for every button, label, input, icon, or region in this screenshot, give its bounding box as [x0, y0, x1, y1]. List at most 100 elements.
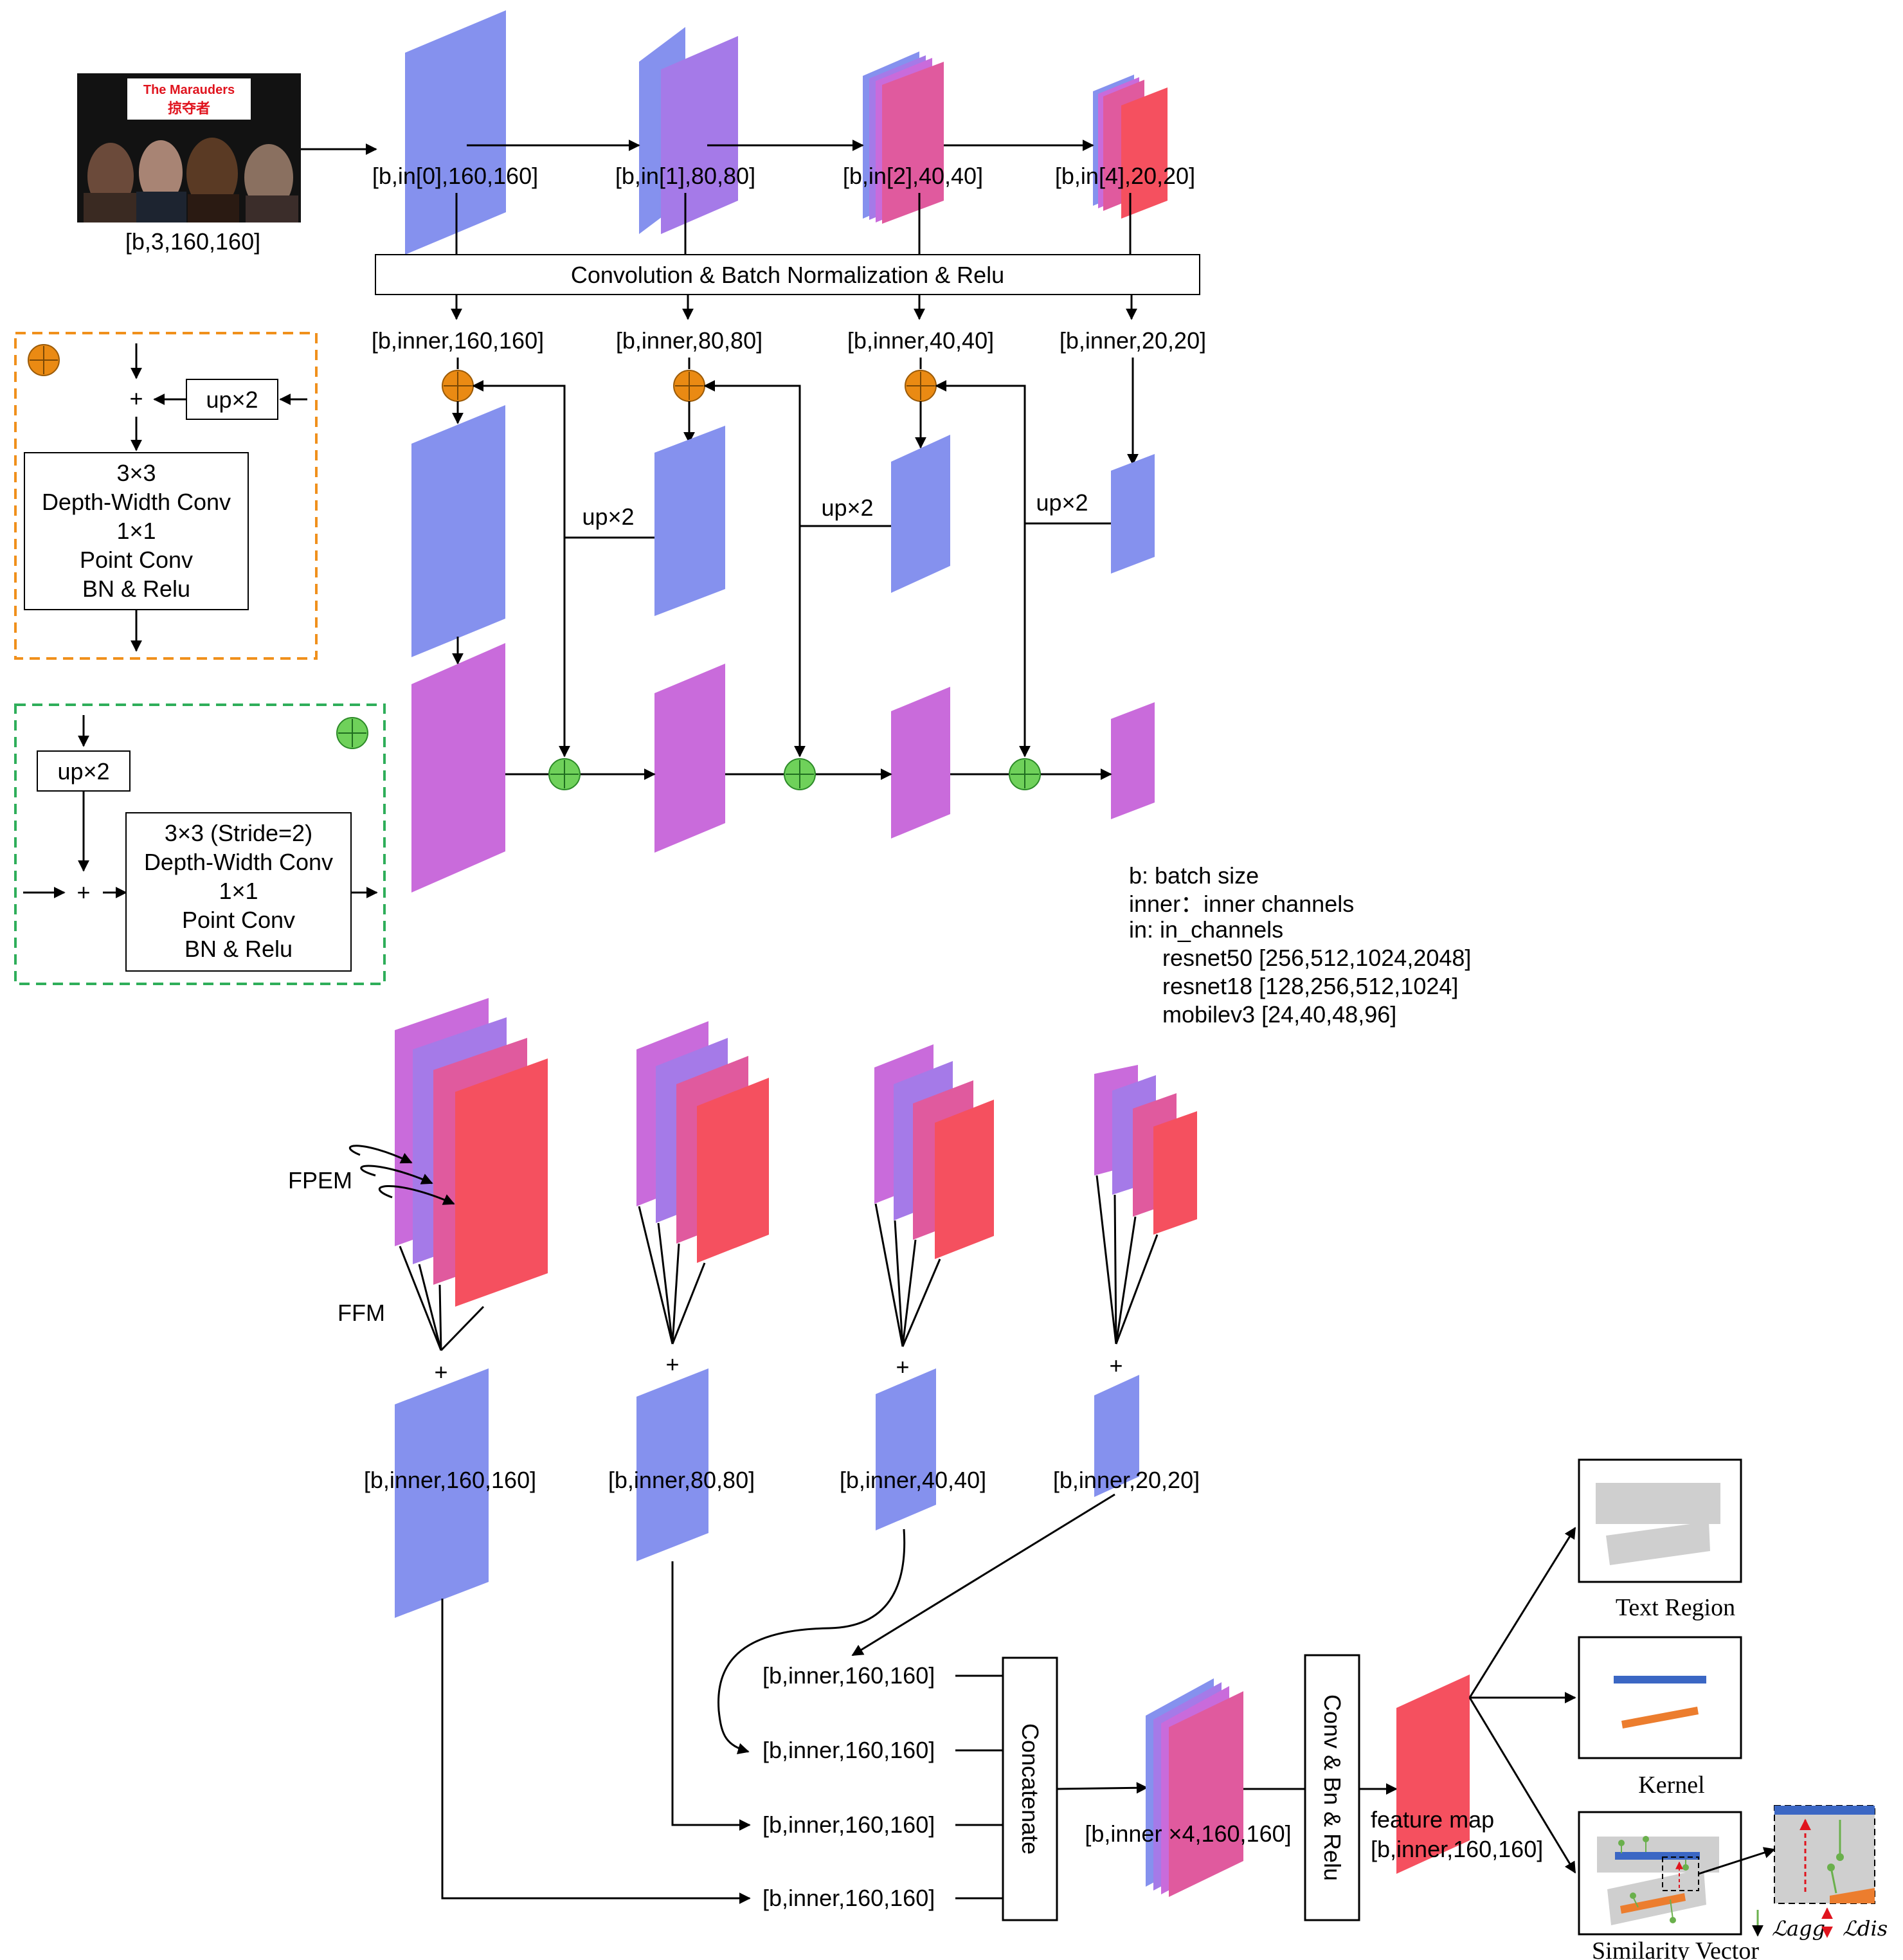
kernel-label: Kernel: [1638, 1772, 1704, 1799]
fpem-up-map-4: [1111, 454, 1155, 574]
note-model-3: mobilev3 [24,40,48,96]: [1162, 1001, 1396, 1028]
loss-legend: ℒagg ℒdis: [1752, 1907, 1888, 1941]
note-line-2: inner：inner channels: [1129, 891, 1354, 917]
green-add-node-1: [548, 758, 581, 790]
green-legend-icon: [336, 717, 368, 749]
ffm-shape-1: [b,inner,160,160]: [364, 1467, 536, 1493]
backbone-stage-2: [639, 27, 738, 234]
green-legend-box: [14, 703, 386, 985]
note-line-3: in: in_channels: [1129, 916, 1283, 943]
fpem-down-map-4: [1111, 702, 1155, 819]
green-legend-line-4: Point Conv: [182, 907, 295, 933]
similarity-vector-output: [1578, 1811, 1742, 1936]
inner-shape-2: [b,inner,80,80]: [616, 327, 762, 354]
fpem-up-map-2: [654, 426, 725, 616]
fpem-down-map-1: [411, 643, 505, 893]
input-shape-label: [b,3,160,160]: [125, 228, 260, 255]
orange-legend-line-3: 1×1: [116, 518, 156, 544]
orange-legend-box: [14, 332, 318, 660]
inner-shape-4: [b,inner,20,20]: [1060, 327, 1206, 354]
backbone-shape-3: [b,in[2],40,40]: [843, 163, 983, 189]
ffm-fan-4: [1096, 1175, 1159, 1345]
concatenate-block: [1002, 1656, 1058, 1921]
conv-bn-relu-block: [375, 254, 1200, 295]
kernel-output: [1578, 1636, 1742, 1759]
green-legend-line-5: BN & Relu: [185, 936, 293, 962]
fpem-label: FPEM: [288, 1167, 352, 1193]
up-label-2: up×2: [821, 495, 873, 521]
input-title-en: The Marauders: [143, 83, 235, 97]
orange-add-node-1: [442, 370, 474, 402]
orange-legend-line-2: Depth-Width Conv: [42, 489, 231, 515]
ffm-stack-4: [1094, 1065, 1197, 1235]
ffm-shape-4: [b,inner,20,20]: [1053, 1467, 1200, 1493]
ffm-stack-2: [636, 1021, 769, 1263]
green-legend-line-3: 1×1: [219, 878, 258, 904]
conv-bn-relu-label: Conv & Bn & Relu: [1319, 1694, 1346, 1881]
orange-legend-line-1: 3×3: [116, 460, 156, 486]
ffm-shape-3: [b,inner,40,40]: [840, 1467, 986, 1493]
green-legend-line-2: Depth-Width Conv: [144, 849, 333, 875]
backbone-shape-1: [b,in[0],160,160]: [372, 163, 538, 189]
orange-add-node-2: [673, 370, 705, 402]
input-image: The Marauders 掠夺者: [77, 73, 301, 222]
inner-shape-3: [b,inner,40,40]: [847, 327, 994, 354]
conv-block-label: Convolution & Batch Normalization & Relu: [571, 262, 1004, 288]
ffm-label: FFM: [338, 1300, 385, 1326]
green-legend-plus: +: [77, 879, 90, 905]
backbone-shape-2: [b,in[1],80,80]: [615, 163, 755, 189]
backbone-stage-3: [863, 51, 944, 224]
inner-shape-1: [b,inner,160,160]: [372, 327, 544, 354]
similarity-zoom: [1774, 1805, 1875, 1904]
notes-block: b: batch size inner：inner channels in: i…: [1129, 862, 1471, 1028]
ffm-fan-1: [399, 1246, 485, 1352]
ffm-fan-3: [874, 1203, 941, 1347]
note-line-1: b: batch size: [1129, 862, 1259, 889]
up-label-3: up×2: [1036, 489, 1088, 516]
green-legend-conv-box: [125, 812, 352, 972]
orange-legend-line-4: Point Conv: [80, 547, 193, 573]
orange-legend-plus: +: [129, 385, 143, 412]
input-title-box: [127, 78, 251, 120]
note-model-2: resnet18 [128,256,512,1024]: [1162, 973, 1458, 999]
feature-map: [1396, 1674, 1470, 1874]
ffm-plus-4: +: [1109, 1352, 1123, 1379]
concat-input-1: [b,inner,160,160]: [762, 1662, 935, 1689]
concat-shape-label: [b,inner ×4,160,160]: [1085, 1820, 1291, 1847]
feature-map-label: feature map: [1371, 1806, 1494, 1833]
green-add-node-2: [784, 758, 816, 790]
similarity-points: [1618, 1836, 1689, 1923]
portraits: [84, 138, 298, 222]
green-add-node-3: [1009, 758, 1041, 790]
backbone-stage-1: [405, 10, 506, 255]
fpem-down-map-3: [891, 687, 950, 839]
ffm-fan-2: [638, 1206, 706, 1345]
green-legend-line-1: 3×3 (Stride=2): [165, 820, 312, 846]
similarity-vector-label: Similarity Vector: [1592, 1937, 1759, 1960]
orange-legend-up-label: up×2: [206, 386, 258, 413]
ffm-out-map-4: [1094, 1375, 1139, 1497]
backbone-shape-4: [b,in[4],20,20]: [1055, 163, 1195, 189]
orange-legend-conv-box: [24, 452, 249, 610]
ffm-stack-3: [874, 1044, 994, 1259]
note-model-1: resnet50 [256,512,1024,2048]: [1162, 945, 1471, 971]
ffm-plus-3: +: [896, 1354, 909, 1380]
concat-input-2: [b,inner,160,160]: [762, 1737, 935, 1763]
ffm-out-map-1: [395, 1368, 489, 1618]
loss-agg: ℒagg: [1772, 1916, 1825, 1941]
fpem-down-map-2: [654, 664, 725, 853]
ffm-plus-2: +: [665, 1351, 679, 1377]
backbone-stage-4: [1093, 75, 1168, 219]
up-label-1: up×2: [582, 504, 634, 530]
green-legend-up-label: up×2: [57, 758, 109, 785]
text-region-label: Text Region: [1616, 1594, 1735, 1621]
orange-legend-up-box: [186, 379, 278, 420]
fpem-up-map-3: [891, 435, 950, 593]
loss-dis: ℒdis: [1843, 1916, 1888, 1941]
fpem-up-map-1: [411, 405, 505, 657]
concat-stack: [1146, 1678, 1243, 1897]
input-title-zh: 掠夺者: [168, 100, 210, 117]
ffm-plus-1: +: [434, 1359, 447, 1385]
